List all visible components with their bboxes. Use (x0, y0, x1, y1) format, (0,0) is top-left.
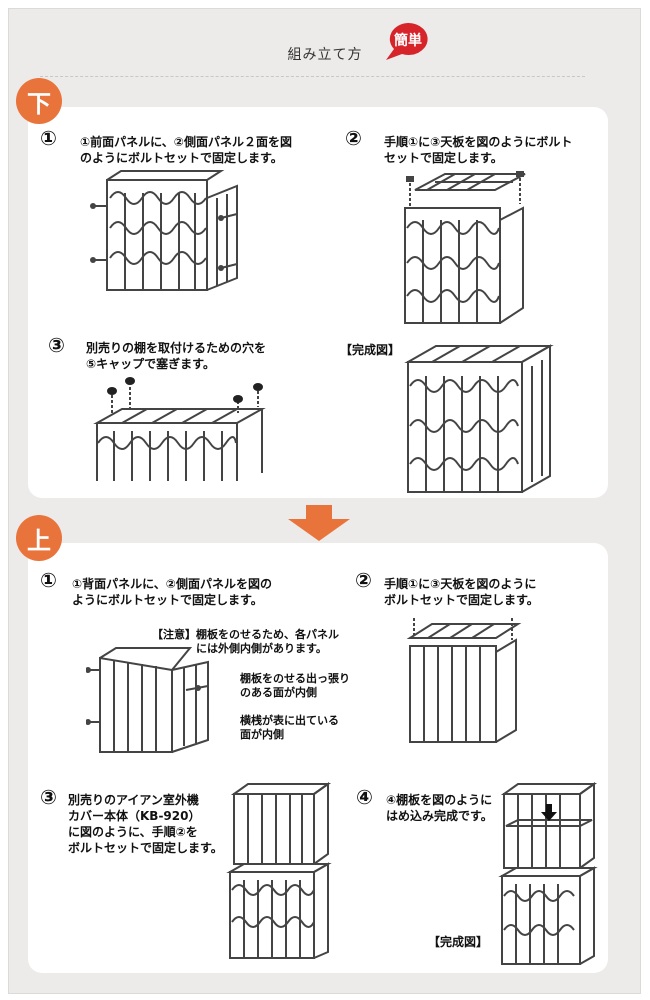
upper-caution-note: 【注意】棚板をのせるため、各パネルには外側内側があります。 (152, 628, 339, 655)
header-divider (40, 76, 585, 77)
speech-bubble-badge (386, 22, 428, 61)
lower-section-badge: 下 (16, 78, 62, 124)
lower-step2-text: 手順①に③天板を図のようにボルトセットで固定します。 (384, 135, 573, 165)
easy-badge-text: 簡単 (394, 33, 422, 49)
lower-complete-illustration (404, 344, 554, 493)
upper-inner-side-note-1: 棚板をのせる出っ張りのある面が内側 (240, 672, 350, 699)
upper-step2-number: ② (355, 568, 372, 592)
upper-step4-text: ④棚板を図のようにはめ込み完成です。 (386, 793, 493, 823)
lower-step2-illustration (404, 171, 526, 324)
lower-assembly-panel (28, 107, 608, 498)
upper-step1-text: ①背面パネルに、②側面パネルを図のようにボルトセットで固定します。 (72, 577, 272, 607)
lower-step1-text: ①前面パネルに、②側面パネル２面を図のようにボルトセットで固定します。 (80, 135, 292, 165)
lower-complete-label: 【完成図】 (340, 343, 401, 357)
upper-step4-number: ④ (356, 785, 373, 809)
lower-step1-number: ① (40, 126, 57, 150)
down-arrow-icon (288, 505, 350, 541)
upper-inner-side-note-2: 横桟が表に出ている面が内側 (240, 714, 339, 741)
page-title: 組み立て方 (287, 47, 363, 63)
lower-step1-illustration (90, 170, 238, 291)
lower-step2-number: ② (345, 126, 362, 150)
lower-step3-number: ③ (48, 333, 65, 357)
upper-step3-illustration (226, 782, 332, 959)
upper-step3-number: ③ (40, 785, 57, 809)
upper-step2-illustration (406, 618, 522, 743)
upper-step3-text: 別売りのアイアン室外機カバー本体（KB-920） に図のように、手順②をボルトセ… (68, 793, 223, 855)
upper-assembly-panel (28, 543, 608, 973)
upper-step2-text: 手順①に③天板を図のようにボルトセットで固定します。 (384, 577, 539, 607)
shelf-insert-arrow-icon (541, 804, 557, 821)
upper-step4-illustration (498, 782, 598, 965)
upper-complete-label: 【完成図】 (428, 935, 489, 949)
upper-step1-number: ① (40, 568, 57, 592)
upper-section-badge: 上 (16, 515, 62, 561)
upper-step1-illustration (86, 647, 209, 753)
lower-step3-illustration (93, 377, 266, 481)
